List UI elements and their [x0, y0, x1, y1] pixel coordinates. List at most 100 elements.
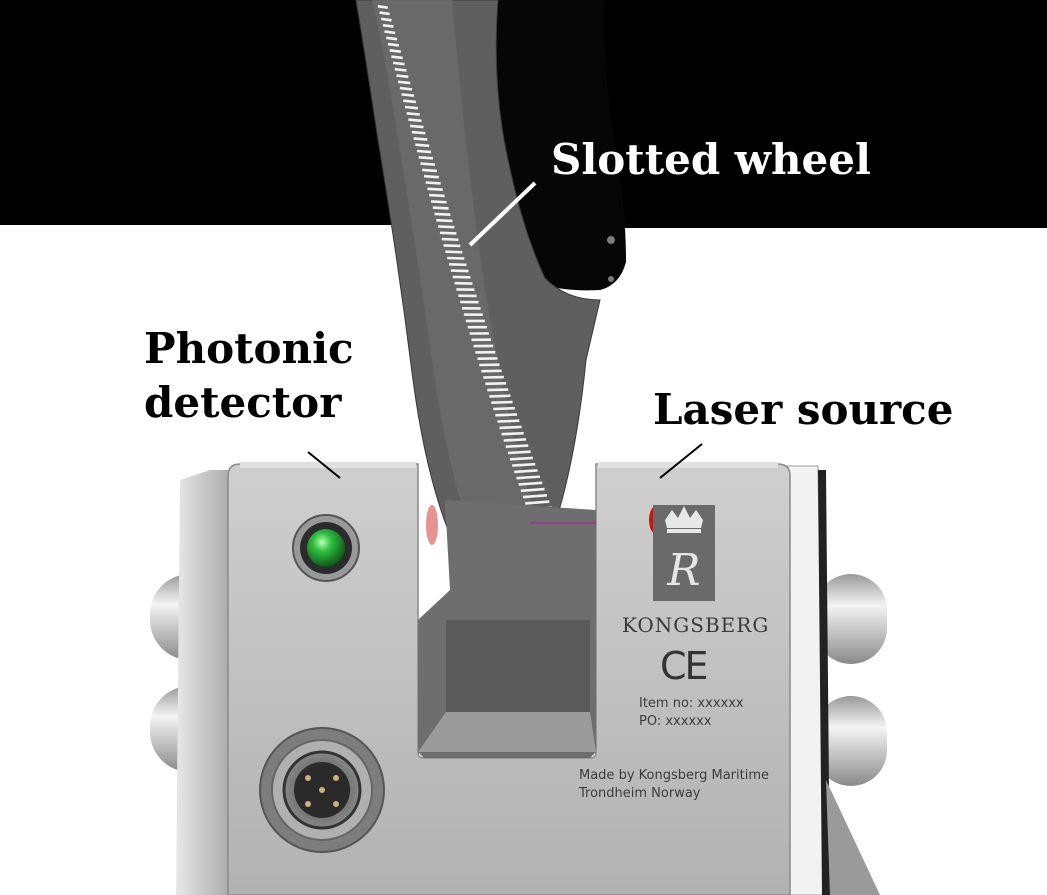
wheel-slot	[404, 105, 418, 110]
wheel-slot	[489, 394, 511, 398]
wheel-leader-line	[468, 181, 537, 247]
wheel-slot	[443, 244, 461, 248]
photonic-detector-label-line1: Photonic	[144, 324, 354, 373]
wheel-slot	[495, 413, 518, 417]
wheel-slot	[514, 469, 538, 474]
wheel-slot	[425, 181, 441, 185]
wheel-slot	[377, 5, 388, 9]
wheel-slot	[520, 487, 545, 493]
wheel-slot	[441, 237, 459, 242]
wheel-slot	[493, 406, 515, 411]
brand-name: KONGSBERG	[622, 613, 770, 637]
wheel-slot	[477, 357, 498, 360]
wheel-slot	[501, 431, 524, 436]
wheel-slot	[386, 36, 398, 41]
svg-text:R: R	[666, 545, 700, 596]
wheel-slot	[427, 187, 443, 191]
wheel-slot	[408, 118, 422, 123]
m12-connector-icon	[259, 727, 385, 853]
wheel-slot	[438, 225, 455, 229]
wheel-slot	[420, 162, 436, 166]
wheel-slot	[398, 80, 411, 85]
indicator-led-icon	[292, 514, 360, 582]
wheel-slot	[516, 475, 541, 480]
wheel-slot	[416, 149, 432, 154]
wheel-slot	[382, 23, 394, 28]
wheel-slot	[445, 250, 463, 254]
wheel-slot	[475, 350, 496, 354]
wheel-slot	[409, 124, 424, 129]
manufacturer-line1: Made by Kongsberg Maritime	[579, 768, 769, 783]
wheel-slot	[394, 67, 407, 72]
wheel-slot	[387, 42, 400, 47]
wheel-slot	[418, 156, 434, 160]
slotted-wheel-label: Slotted wheel	[551, 135, 871, 184]
wheel-slot	[391, 55, 403, 60]
wheel-slot	[452, 275, 471, 279]
wheel-slot	[473, 344, 494, 348]
wheel-slot	[467, 325, 487, 329]
wheel-slot	[399, 86, 413, 91]
wheel-slot	[512, 462, 536, 467]
wheel-slot	[434, 212, 451, 216]
wheel-slot	[485, 381, 507, 386]
wheel-slot	[422, 168, 437, 173]
item-number: Item no: xxxxxx	[639, 696, 744, 711]
ce-mark-icon: CE	[660, 644, 709, 688]
wheel-slot	[505, 444, 529, 448]
laser-source-label: Laser source	[653, 385, 954, 434]
wheel-slot	[439, 231, 457, 235]
wheel-slot	[423, 174, 439, 179]
wheel-slot	[411, 130, 426, 135]
wheel-slot	[481, 369, 502, 373]
wheel-slot	[507, 450, 531, 455]
wheel-slot	[432, 206, 449, 210]
wheel-slot	[436, 218, 453, 223]
wheel-slot	[403, 99, 417, 104]
wheel-slot	[458, 294, 477, 298]
photonic-detector-label: Photonic detector	[144, 322, 354, 430]
wheel-slot	[449, 262, 467, 267]
wheel-slot	[429, 193, 445, 198]
wheel-slot	[392, 61, 405, 66]
wheel-slot	[479, 363, 500, 367]
wheel-slot	[381, 17, 392, 22]
wheel-slot	[461, 307, 481, 310]
wheel-slot	[450, 269, 469, 273]
wheel-slot	[384, 30, 396, 35]
right-connector-pins	[815, 574, 887, 786]
wheel-slot	[389, 49, 402, 53]
wheel-slot	[447, 256, 465, 260]
wheel-slot	[469, 332, 489, 335]
wheel-slot	[499, 425, 522, 430]
wheel-slot	[463, 313, 483, 316]
po-number: PO: xxxxxx	[639, 714, 712, 729]
wheel-slot	[497, 419, 520, 423]
wheel-slot	[503, 438, 527, 442]
wheel-slot	[522, 494, 548, 499]
wheel-slot	[454, 281, 473, 285]
manufacturer-line2: Trondheim Norway	[579, 786, 701, 801]
wheel-slot	[456, 288, 475, 291]
wheel-slot	[483, 375, 504, 379]
wheel-slot	[518, 481, 543, 486]
laser-leader-line	[659, 443, 703, 479]
wheel-slot	[509, 456, 533, 461]
kongsberg-crown-logo-icon: R	[653, 505, 715, 601]
wheel-slot	[491, 400, 513, 404]
wheel-slot	[415, 143, 430, 148]
detector-leader-line	[307, 451, 341, 479]
wheel-slot	[430, 200, 447, 204]
wheel-slot	[401, 93, 415, 97]
wheel-slot	[396, 74, 409, 79]
wheel-slot	[465, 319, 485, 323]
wheel-slot	[406, 111, 420, 116]
wheel-slot	[487, 388, 509, 392]
wheel-slot	[460, 300, 479, 304]
photonic-detector-label-line2: detector	[144, 378, 342, 427]
wheel-slot	[525, 500, 550, 505]
wheel-slot	[379, 11, 390, 16]
wheel-slot	[471, 338, 492, 342]
wheel-slot	[413, 137, 428, 141]
